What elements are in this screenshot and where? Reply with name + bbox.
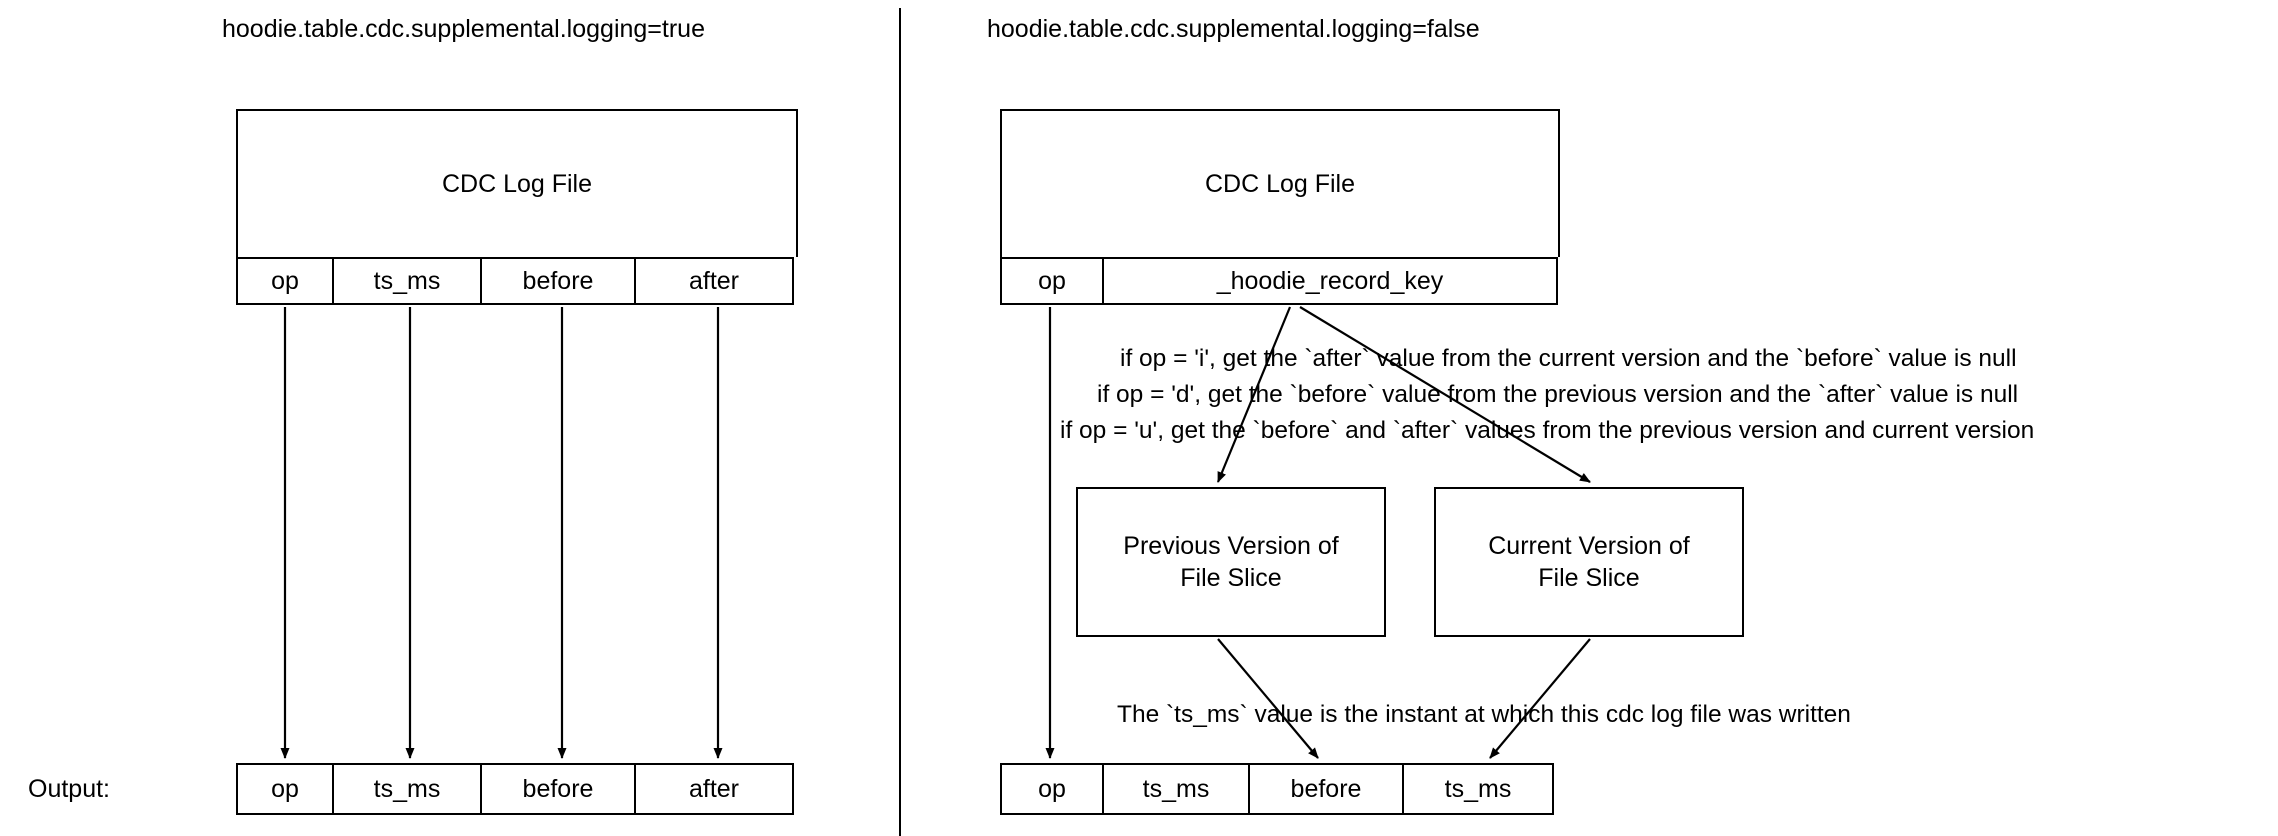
- left-output-column-ts-ms: ts_ms: [332, 763, 482, 815]
- right-output-column-op: op: [1000, 763, 1104, 815]
- rule-note-delete: if op = 'd', get the `before` value from…: [1097, 381, 2019, 408]
- right-cdc-log-file-box: CDC Log File: [1000, 109, 1560, 259]
- previous-version-line1: Previous Version of: [1123, 531, 1339, 560]
- current-version-file-slice-box: Current Version of File Slice: [1434, 487, 1744, 637]
- left-log-column-after: after: [634, 257, 794, 305]
- left-log-column-before: before: [480, 257, 636, 305]
- right-output-column-ts-ms-2: ts_ms: [1402, 763, 1554, 815]
- left-output-column-after: after: [634, 763, 794, 815]
- left-log-column-ts-ms: ts_ms: [332, 257, 482, 305]
- version-to-output-arrows: [1217, 638, 1591, 759]
- left-output-row: op ts_ms before after: [236, 763, 798, 815]
- rule-note-insert: if op = 'i', get the `after` value from …: [1120, 345, 2017, 372]
- previous-version-text-wrap: Previous Version of File Slice: [1123, 530, 1338, 595]
- previous-version-line2: File Slice: [1180, 564, 1282, 592]
- left-output-column-op: op: [236, 763, 334, 815]
- output-label: Output:: [28, 775, 110, 803]
- rule-note-update: if op = 'u', get the `before` and `after…: [1060, 417, 2035, 444]
- ts-ms-note: The `ts_ms` value is the instant at whic…: [1117, 701, 1851, 728]
- right-output-column-before: before: [1248, 763, 1404, 815]
- panel-title-left: hoodie.table.cdc.supplemental.logging=tr…: [222, 15, 705, 43]
- left-output-column-before: before: [480, 763, 636, 815]
- left-passthrough-arrows: [280, 307, 723, 759]
- previous-version-file-slice-box: Previous Version of File Slice: [1076, 487, 1386, 637]
- current-version-line1: Current Version of: [1488, 531, 1690, 560]
- current-version-text-wrap: Current Version of File Slice: [1488, 530, 1690, 595]
- panel-title-right: hoodie.table.cdc.supplemental.logging=fa…: [987, 15, 1480, 43]
- left-cdc-log-columns: op ts_ms before after: [236, 257, 798, 305]
- right-log-column-op: op: [1000, 257, 1104, 305]
- left-cdc-log-file-box: CDC Log File: [236, 109, 798, 259]
- right-log-column-hoodie-record-key: _hoodie_record_key: [1102, 257, 1558, 305]
- right-cdc-log-columns: op _hoodie_record_key: [1000, 257, 1560, 305]
- right-output-row: op ts_ms before ts_ms: [1000, 763, 1560, 815]
- left-log-column-op: op: [236, 257, 334, 305]
- current-version-line2: File Slice: [1538, 564, 1640, 592]
- panel-divider: [899, 8, 901, 836]
- right-output-column-ts-ms-1: ts_ms: [1102, 763, 1250, 815]
